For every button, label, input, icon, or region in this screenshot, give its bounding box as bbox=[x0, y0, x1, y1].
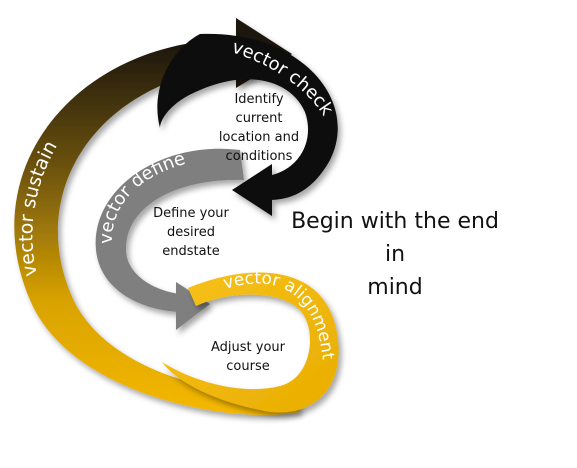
headline: Begin with the end in mind bbox=[291, 209, 499, 300]
define-description: Define your desired endstate bbox=[153, 206, 229, 259]
alignment-description: Adjust your course bbox=[210, 340, 285, 374]
sustain-arc bbox=[14, 39, 300, 415]
check-description: Identify current location and conditions bbox=[218, 92, 300, 164]
check-arc bbox=[157, 33, 338, 201]
define-arrow bbox=[95, 148, 244, 330]
define-arrowhead bbox=[176, 282, 210, 330]
check-arrow bbox=[157, 33, 338, 216]
check-arrowhead bbox=[232, 164, 272, 216]
define-arc bbox=[95, 148, 244, 312]
